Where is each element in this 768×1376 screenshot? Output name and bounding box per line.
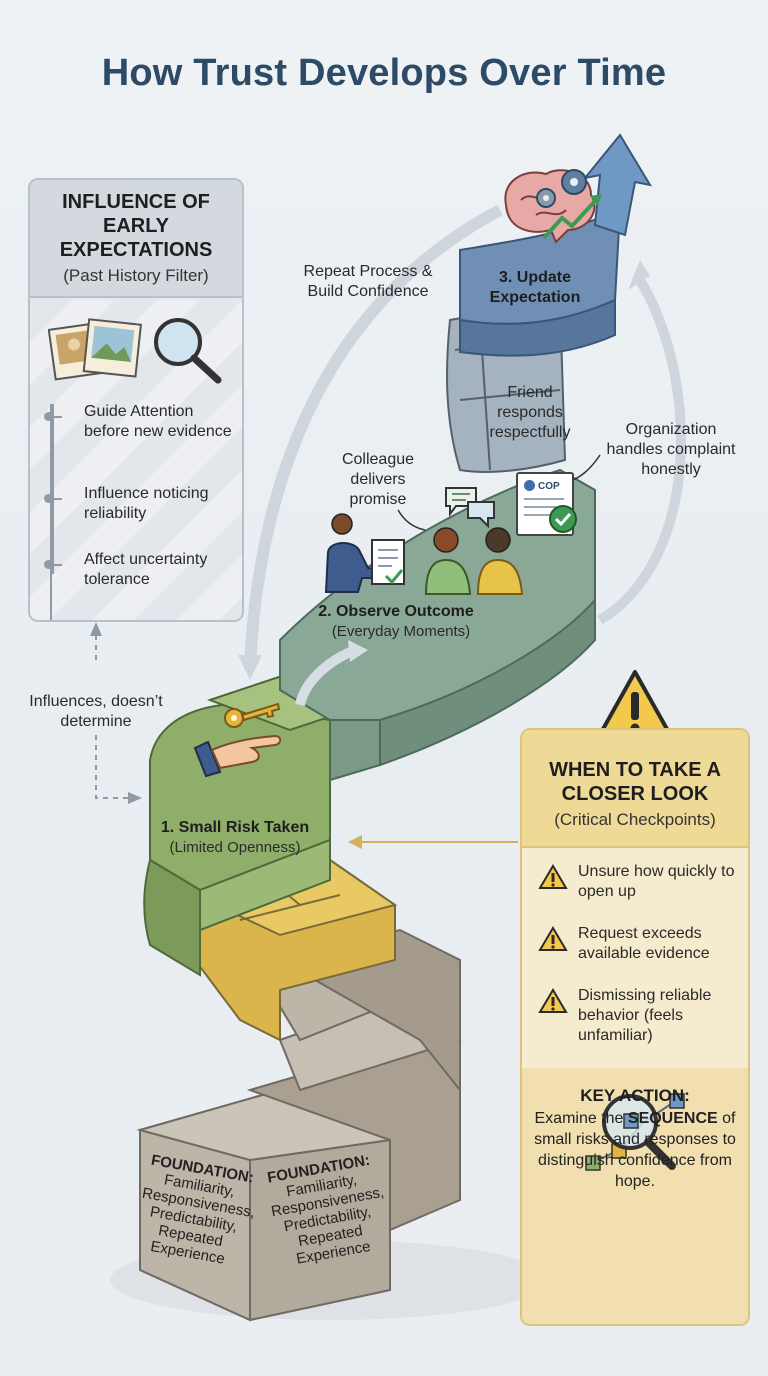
closer-look-subheading: (Critical Checkpoints) bbox=[554, 810, 716, 829]
foundation-stones bbox=[136, 928, 462, 1322]
checkpoint-item: Unsure how quickly to open up bbox=[538, 862, 738, 902]
magnifier-icon bbox=[154, 318, 222, 384]
early-expectations-panel: INFLUENCE OF EARLY EXPECTATIONS (Past Hi… bbox=[28, 178, 244, 622]
brain-gears-icon bbox=[504, 169, 602, 244]
step1-title: 1. Small Risk Taken bbox=[160, 819, 310, 836]
growth-arrow bbox=[582, 133, 653, 237]
chat-bubbles-icon bbox=[445, 487, 495, 528]
hand-icon bbox=[193, 734, 282, 778]
warning-icon bbox=[538, 988, 568, 1013]
checkpoint-item: Dismissing reliable behavior (feels unfa… bbox=[538, 986, 738, 1046]
early-expectations-heading: INFLUENCE OF EARLY EXPECTATIONS bbox=[59, 191, 213, 261]
organization-loop-arrow bbox=[597, 277, 686, 625]
checkpoint-item: Request exceeds available evidence bbox=[538, 924, 738, 964]
early-expectations-subheading: (Past History Filter) bbox=[63, 266, 209, 285]
foundation-label-right: FOUNDATION:Familiarity, Responsiveness, … bbox=[265, 1151, 386, 1268]
key-action-title: KEY ACTION: bbox=[580, 1086, 690, 1105]
organization-example: Organization handles complaint honestly bbox=[606, 421, 736, 478]
step2-subtitle: (Everyday Moments) bbox=[331, 623, 471, 640]
key-action-area bbox=[522, 1068, 748, 1324]
up-dashed-arrowhead bbox=[90, 622, 102, 636]
step3-platform bbox=[459, 133, 653, 357]
early-expectations-header: INFLUENCE OF EARLY EXPECTATIONS (Past Hi… bbox=[30, 180, 242, 298]
early-expectations-items: Guide Attention before new evidence Infl… bbox=[44, 402, 248, 602]
colleague-example: Colleague delivers promise bbox=[341, 451, 415, 508]
left-item: Guide Attention before new evidence bbox=[44, 402, 238, 442]
warning-icon bbox=[538, 926, 568, 951]
page-title: How Trust Develops Over Time bbox=[101, 52, 667, 94]
repeat-loop-label: Repeat Process & Build Confidence bbox=[303, 263, 433, 300]
photos-icon bbox=[48, 318, 142, 381]
repeat-loop-arrow bbox=[244, 204, 503, 666]
early-expectations-body bbox=[30, 300, 242, 620]
step3-title: 3. Update Expectation bbox=[489, 269, 581, 306]
step1-subtitle: (Limited Openness) bbox=[169, 839, 301, 856]
friend-example: Friend responds respectfully bbox=[489, 384, 571, 441]
warning-icon bbox=[538, 864, 568, 889]
closer-look-header: WHEN TO TAKE A CLOSER LOOK (Critical Che… bbox=[522, 730, 748, 848]
key-action-text: Examine the SEQUENCE of small risks and … bbox=[534, 1110, 736, 1190]
step2-title: 2. Observe Outcome bbox=[318, 603, 474, 620]
left-list-line bbox=[52, 404, 54, 574]
document-icon: COP bbox=[516, 472, 577, 536]
people-icon bbox=[324, 513, 524, 595]
closer-look-panel: WHEN TO TAKE A CLOSER LOOK (Critical Che… bbox=[520, 728, 750, 1326]
key-icon bbox=[224, 702, 281, 728]
closer-look-heading: WHEN TO TAKE A CLOSER LOOK bbox=[549, 759, 721, 805]
network-magnifier-icon bbox=[585, 1093, 685, 1171]
document-badge: COP bbox=[538, 481, 560, 492]
left-item: Affect uncertainty tolerance bbox=[44, 550, 238, 590]
foundation-label-left: FOUNDATION:Familiarity, Responsiveness, … bbox=[140, 1151, 257, 1268]
influence-note: Influences, doesn’t determine bbox=[29, 693, 163, 730]
left-item: Influence noticing reliability bbox=[44, 484, 238, 524]
